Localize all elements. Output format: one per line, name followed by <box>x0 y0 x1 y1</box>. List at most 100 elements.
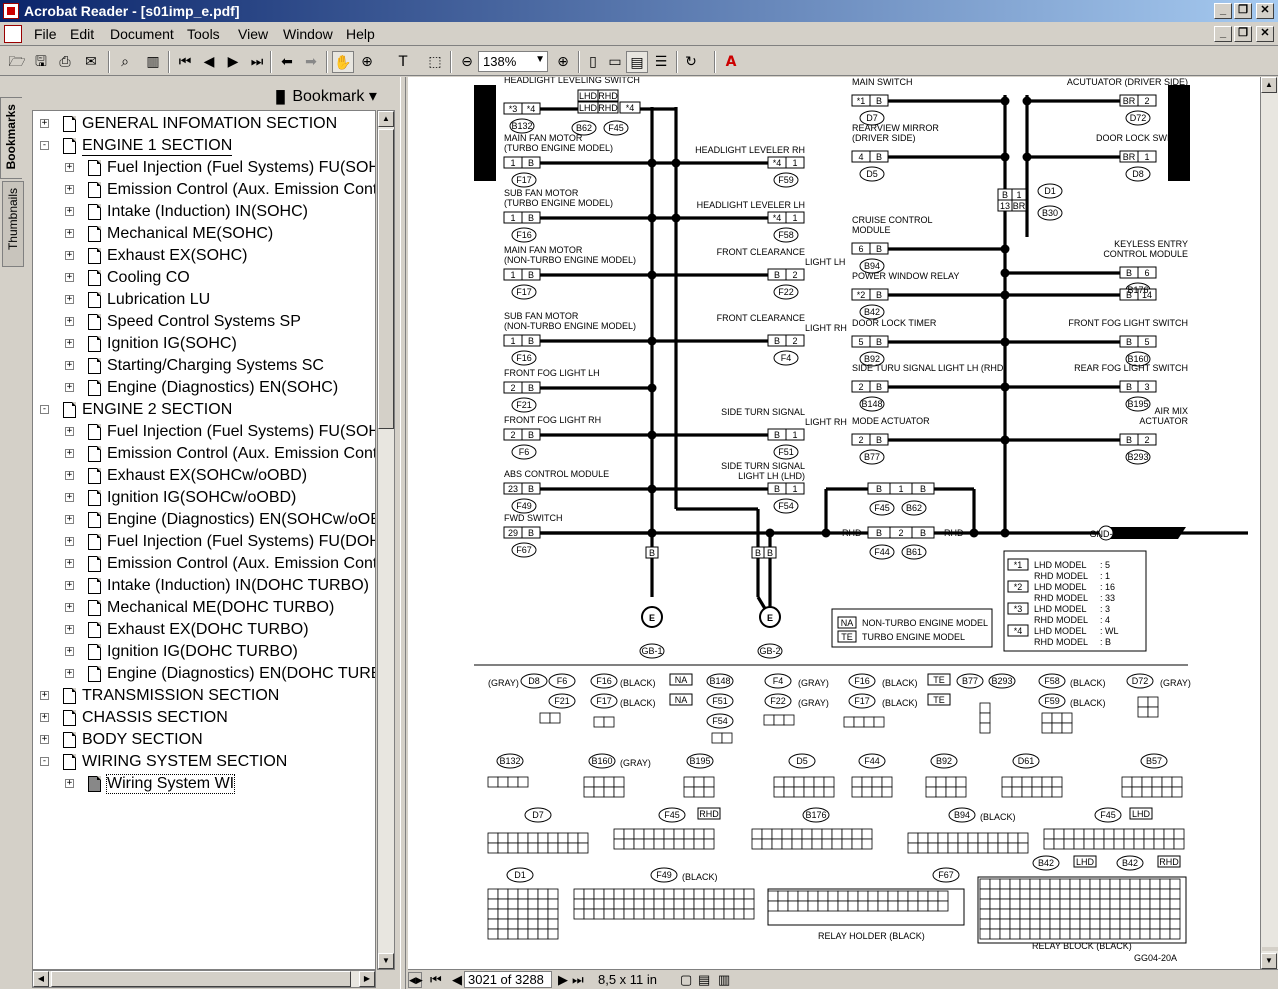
go-back-icon[interactable]: ⬅ <box>281 54 293 70</box>
bookmark-item[interactable]: +Engine (Diagnostics) EN(SOHC) <box>33 378 375 400</box>
expand-icon[interactable]: + <box>65 558 74 568</box>
adobe-logo-icon[interactable]: A <box>725 54 737 70</box>
document-icon[interactable] <box>4 25 22 43</box>
expand-icon[interactable]: + <box>65 162 74 172</box>
expand-icon[interactable]: + <box>65 360 74 370</box>
collapse-icon[interactable]: - <box>40 140 49 150</box>
bookmark-item[interactable]: +Emission Control (Aux. Emission Contro <box>33 180 375 202</box>
expand-icon[interactable]: + <box>65 624 74 634</box>
scroll-down-icon[interactable]: ▼ <box>378 953 394 969</box>
expand-icon[interactable]: + <box>65 382 74 392</box>
doc-scroll-thumb[interactable] <box>1262 947 1278 951</box>
expand-icon[interactable]: + <box>65 338 74 348</box>
tab-bookmarks[interactable]: Bookmarks <box>0 97 22 179</box>
menu-tools[interactable]: Tools <box>187 26 220 42</box>
bookmark-item[interactable]: +Exhaust EX(SOHCw/oOBD) <box>33 466 375 488</box>
expand-icon[interactable]: + <box>65 184 74 194</box>
fit-width-icon[interactable]: ▤ <box>626 51 648 73</box>
open-icon[interactable]: 🗁 <box>8 54 26 70</box>
expand-icon[interactable]: + <box>65 426 74 436</box>
menu-help[interactable]: Help <box>346 26 375 42</box>
bookmark-item[interactable]: +Cooling CO <box>33 268 375 290</box>
first-page-status-icon[interactable]: ⏮ <box>430 972 442 987</box>
fit-page-icon[interactable]: ▭ <box>608 54 622 70</box>
prev-page-status-icon[interactable]: ◀ <box>452 972 462 987</box>
expand-icon[interactable]: + <box>40 712 49 722</box>
actual-size-icon[interactable]: ▯ <box>589 54 597 70</box>
bookmark-item[interactable]: -WIRING SYSTEM SECTION <box>33 752 375 774</box>
doc-minimize-button[interactable]: _ <box>1214 26 1232 42</box>
expand-icon[interactable]: + <box>65 294 74 304</box>
bookmark-item[interactable]: +Exhaust EX(SOHC) <box>33 246 375 268</box>
show-hide-navigation-icon[interactable]: ▥ <box>146 54 160 70</box>
bookmark-item[interactable]: +Ignition IG(SOHC) <box>33 334 375 356</box>
bookmark-vertical-scrollbar[interactable]: ▲ ▼ <box>377 110 395 970</box>
bookmark-item[interactable]: +Ignition IG(DOHC TURBO) <box>33 642 375 664</box>
text-select-tool-icon[interactable]: T <box>398 54 408 70</box>
bookmark-item[interactable]: +Speed Control Systems SP <box>33 312 375 334</box>
close-button[interactable]: ✕ <box>1256 3 1274 19</box>
expand-icon[interactable]: + <box>40 690 49 700</box>
continuous-icon[interactable]: ▤ <box>698 972 711 987</box>
bookmark-item[interactable]: +CHASSIS SECTION <box>33 708 375 730</box>
bookmark-horizontal-scrollbar[interactable]: ◀ ▶ <box>32 970 376 988</box>
facing-icon[interactable]: ▥ <box>718 972 731 987</box>
expand-icon[interactable]: + <box>65 470 74 480</box>
expand-icon[interactable]: + <box>65 778 74 788</box>
bookmark-item[interactable]: +GENERAL INFOMATION SECTION <box>33 114 375 136</box>
expand-icon[interactable]: + <box>65 492 74 502</box>
scroll-up-icon[interactable]: ▲ <box>378 111 394 127</box>
next-page-icon[interactable]: ▶ <box>227 54 239 70</box>
minimize-button[interactable]: _ <box>1214 3 1232 19</box>
bookmark-item[interactable]: +Engine (Diagnostics) EN(SOHCw/oOBD <box>33 510 375 532</box>
bookmark-item[interactable]: +Exhaust EX(DOHC TURBO) <box>33 620 375 642</box>
zoom-in-icon[interactable]: ⊕ <box>557 54 569 70</box>
expand-icon[interactable]: + <box>65 668 74 678</box>
doc-close-button[interactable]: ✕ <box>1256 26 1274 42</box>
bookmark-item[interactable]: +TRANSMISSION SECTION <box>33 686 375 708</box>
bookmark-item[interactable]: +Fuel Injection (Fuel Systems) FU(DOHC <box>33 532 375 554</box>
bookmark-item[interactable]: +Mechanical ME(DOHC TURBO) <box>33 598 375 620</box>
bookmark-item[interactable]: +Intake (Induction) IN(DOHC TURBO) <box>33 576 375 598</box>
scroll-left-icon[interactable]: ◀ <box>33 971 49 987</box>
bookmark-item[interactable]: +Lubrication LU <box>33 290 375 312</box>
scroll-thumb[interactable] <box>378 129 394 429</box>
previous-page-icon[interactable]: ◀ <box>203 54 215 70</box>
page-number-field[interactable]: 3021 of 3288 <box>464 971 552 988</box>
menu-document[interactable]: Document <box>110 26 174 42</box>
first-page-icon[interactable]: ⏮ <box>178 54 192 70</box>
maximize-button[interactable]: ❐ <box>1234 3 1252 19</box>
split-handle-icon[interactable]: ◀▶ <box>408 972 423 988</box>
scroll-thumb-horizontal[interactable] <box>51 971 351 987</box>
save-icon[interactable]: 🖫 <box>35 54 47 70</box>
expand-icon[interactable]: + <box>65 272 74 282</box>
rotate-icon[interactable]: ↻ <box>685 54 697 70</box>
chevron-down-icon[interactable]: ▼ <box>535 54 545 65</box>
last-page-icon[interactable]: ⏭ <box>250 54 264 70</box>
last-page-status-icon[interactable]: ⏭ <box>572 972 584 987</box>
collapse-icon[interactable]: - <box>40 756 49 766</box>
bookmark-item[interactable]: +Ignition IG(SOHCw/oOBD) <box>33 488 375 510</box>
expand-icon[interactable]: + <box>65 448 74 458</box>
next-page-status-icon[interactable]: ▶ <box>558 972 568 987</box>
expand-icon[interactable]: + <box>40 118 49 128</box>
document-vertical-scrollbar[interactable]: ▲ ▼ <box>1260 77 1278 969</box>
expand-icon[interactable]: + <box>65 228 74 238</box>
doc-restore-button[interactable]: ❐ <box>1234 26 1252 42</box>
zoom-out-icon[interactable]: ⊖ <box>461 54 473 70</box>
bookmark-menu-button[interactable]: ▐▌ Bookmark ▾ <box>272 88 377 105</box>
zoom-level-input[interactable]: 138%▼ <box>478 51 548 72</box>
print-icon[interactable]: ⎙ <box>59 54 71 70</box>
bookmark-item[interactable]: +Emission Control (Aux. Emission Contro <box>33 444 375 466</box>
scroll-right-icon[interactable]: ▶ <box>359 971 375 987</box>
bookmark-item[interactable]: +Emission Control (Aux. Emission Contro <box>33 554 375 576</box>
expand-icon[interactable]: + <box>65 206 74 216</box>
bookmark-item[interactable]: -ENGINE 2 SECTION <box>33 400 375 422</box>
hand-tool-icon[interactable]: ✋ <box>332 51 354 73</box>
doc-scroll-up-icon[interactable]: ▲ <box>1261 77 1277 93</box>
single-page-icon[interactable]: ▢ <box>680 972 693 987</box>
zoom-in-tool-icon[interactable]: ⊕ <box>361 54 373 70</box>
bookmark-item[interactable]: +Mechanical ME(SOHC) <box>33 224 375 246</box>
doc-scroll-down-icon[interactable]: ▼ <box>1261 953 1277 969</box>
